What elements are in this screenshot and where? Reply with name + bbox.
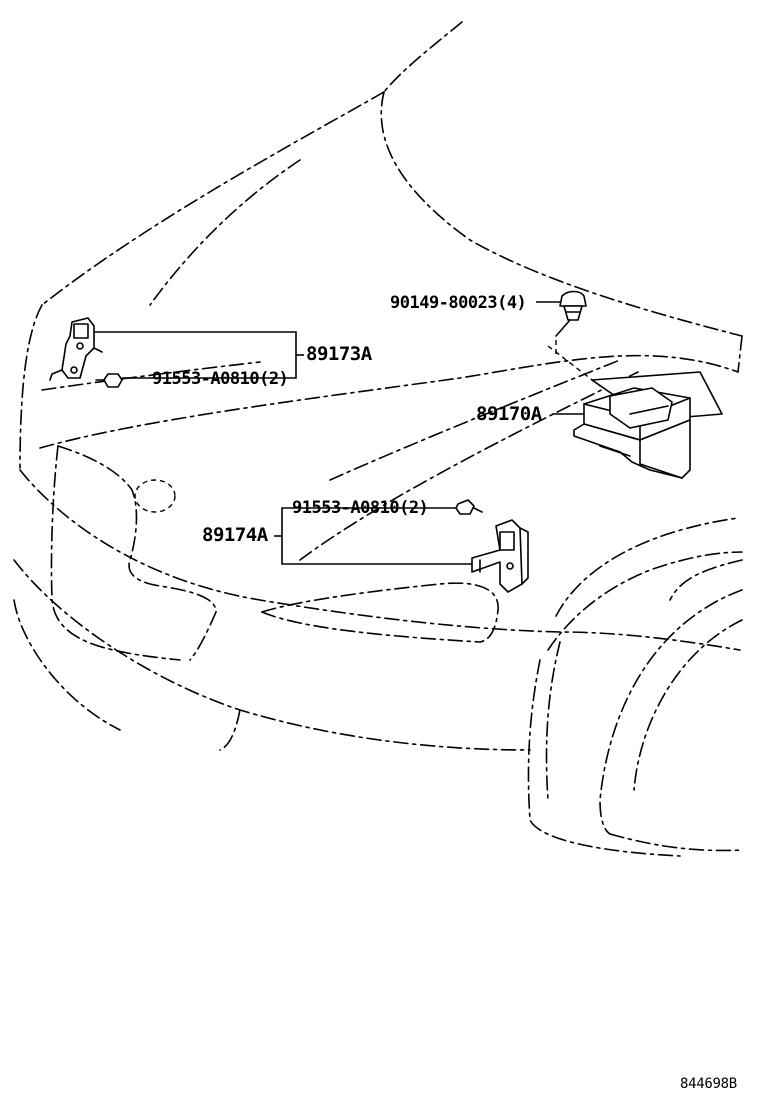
- callout-front-sensor-lh: 89174A: [202, 524, 269, 546]
- callout-leaders-rh: [94, 331, 304, 379]
- callout-bolt-lh: 91553-A0810(2): [292, 498, 428, 518]
- bolt-rh: [95, 373, 123, 388]
- callout-ecu-screw: 90149-80023(4): [390, 293, 526, 313]
- front-airbag-sensor-rh: [49, 317, 103, 381]
- callout-leaders-lh: [274, 507, 472, 565]
- airbag-ecu: [573, 371, 723, 479]
- bolt-lh: [455, 499, 483, 515]
- drawing-number: 844698B: [680, 1076, 737, 1092]
- ecu-screw: [536, 290, 587, 337]
- callout-airbag-ecu: 89170A: [476, 403, 543, 425]
- callout-bolt-rh: 91553-A0810(2): [152, 369, 288, 389]
- callout-front-sensor-rh: 89173A: [306, 343, 373, 365]
- vehicle-outline: [13, 21, 743, 857]
- front-airbag-sensor-lh: [471, 519, 529, 593]
